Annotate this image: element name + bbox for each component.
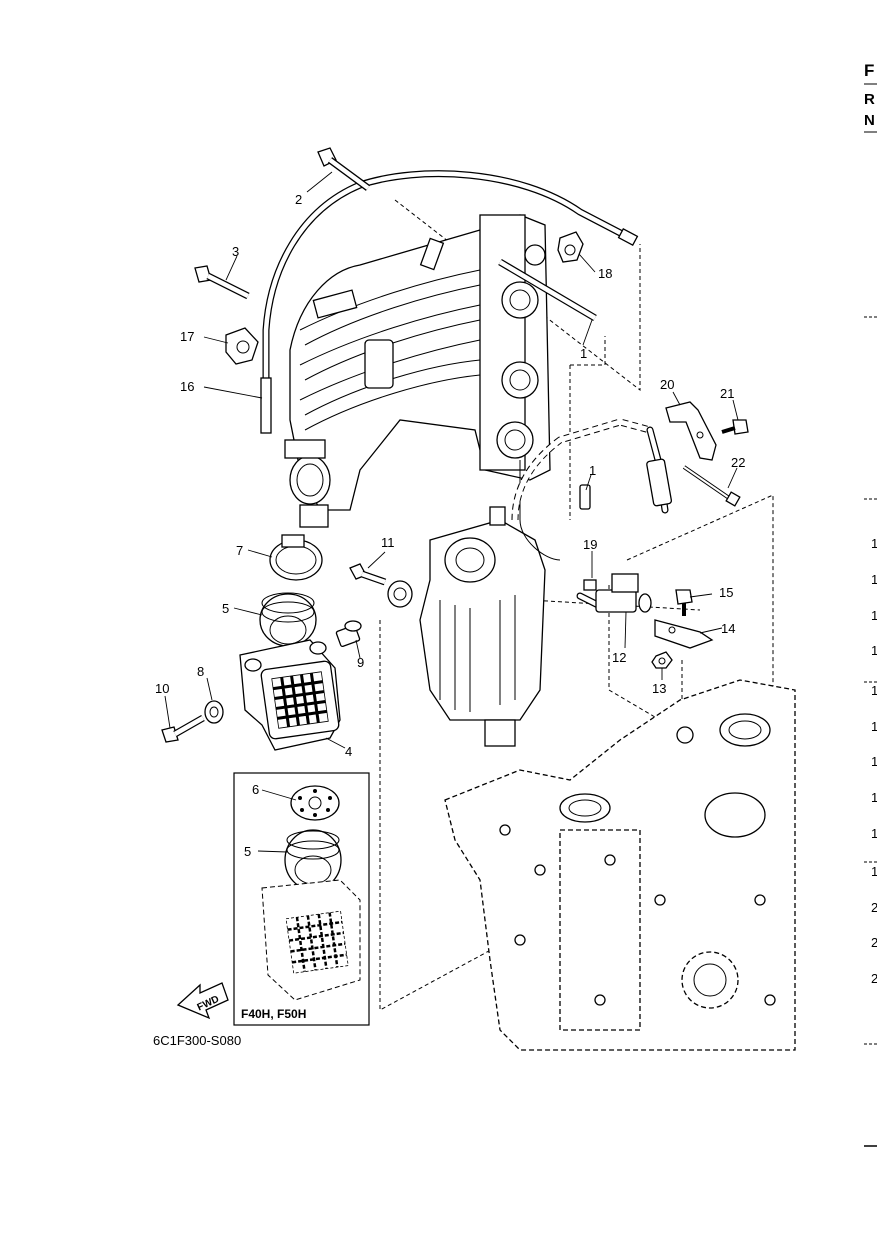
hose-clamp-7: [269, 534, 323, 581]
callout-5: 5: [222, 601, 229, 616]
bolt-10: [161, 714, 205, 743]
callout-22: 22: [731, 455, 745, 470]
callout-14: 14: [721, 621, 735, 636]
solenoid-valve-12: [576, 573, 652, 613]
callout-17: 17: [180, 329, 194, 344]
side-mark: 1: [871, 790, 877, 805]
screw-15: [675, 589, 693, 616]
bolt-2: [317, 147, 371, 191]
grommet-8: [204, 700, 224, 724]
side-mark: 1: [871, 536, 877, 551]
cable-tie-22: [682, 465, 741, 507]
dowel-pin-upper: [498, 258, 597, 322]
callout-6: 6: [252, 782, 259, 797]
nut-13: [651, 651, 673, 669]
callout-13: 13: [652, 681, 666, 696]
callout-numbers: 1 1 2 3 4 5 5 6 7 8 9 10 11 12 13 14 15 …: [155, 192, 745, 859]
bracket-20: [665, 401, 717, 461]
callout-1: 1: [589, 463, 596, 478]
forward-arrow-icon: FWD: [176, 982, 229, 1020]
page-header: F R N: [864, 61, 877, 133]
header-letter-1: F: [864, 61, 874, 80]
inset-label: F40H, F50H: [241, 1007, 306, 1021]
bolt-11: [349, 563, 387, 586]
callout-15: 15: [719, 585, 733, 600]
separator-hose: [511, 418, 673, 521]
side-mark: 1: [871, 643, 877, 658]
bolt-3: [194, 265, 250, 300]
side-mark: 1: [871, 572, 877, 587]
clip-19: [583, 579, 597, 591]
callout-5: 5: [244, 844, 251, 859]
callout-11: 11: [381, 535, 395, 550]
header-letter-3: N: [864, 112, 875, 129]
bracket-14: [654, 619, 714, 649]
side-mark: 2: [871, 900, 877, 915]
side-mark: 1: [871, 683, 877, 698]
callout-12: 12: [612, 650, 626, 665]
callout-3: 3: [232, 244, 239, 259]
grommet-11: [387, 580, 413, 608]
callout-19: 19: [583, 537, 597, 552]
diagram-code: 6C1F300-S080: [153, 1033, 241, 1048]
vapor-separator: [419, 460, 561, 747]
callout-20: 20: [660, 377, 674, 392]
callout-leaders: [164, 171, 739, 853]
header-letter-2: R: [864, 91, 875, 108]
variant-inset: F40H, F50H: [233, 772, 370, 1026]
clamp-18: [557, 231, 584, 263]
side-column: 1 1 1 1 1 1 1 1 1 1 2 2 2: [864, 316, 877, 1147]
intake-silencer-4: [239, 639, 341, 751]
callout-2: 2: [295, 192, 302, 207]
callout-18: 18: [598, 266, 612, 281]
side-mark: 1: [871, 864, 877, 879]
cylinder-block: [444, 679, 796, 1051]
callout-8: 8: [197, 664, 204, 679]
callout-4: 4: [345, 744, 352, 759]
side-mark: 2: [871, 971, 877, 986]
callout-7: 7: [236, 543, 243, 558]
collar-9: [335, 620, 362, 648]
screw-21: [721, 419, 749, 435]
side-mark: 1: [871, 608, 877, 623]
callout-1: 1: [580, 346, 587, 361]
callout-10: 10: [155, 681, 169, 696]
intake-joint-5: [259, 592, 317, 647]
side-mark: 1: [871, 754, 877, 769]
callout-21: 21: [720, 386, 734, 401]
callout-9: 9: [357, 655, 364, 670]
side-mark: 1: [871, 826, 877, 841]
side-mark: 2: [871, 935, 877, 950]
dowel-pin-lower: [579, 484, 591, 510]
hose-end: [260, 377, 272, 434]
callout-16: 16: [180, 379, 194, 394]
side-mark: 1: [871, 719, 877, 734]
intake-manifold: [284, 214, 551, 528]
clamp-17: [225, 327, 259, 365]
